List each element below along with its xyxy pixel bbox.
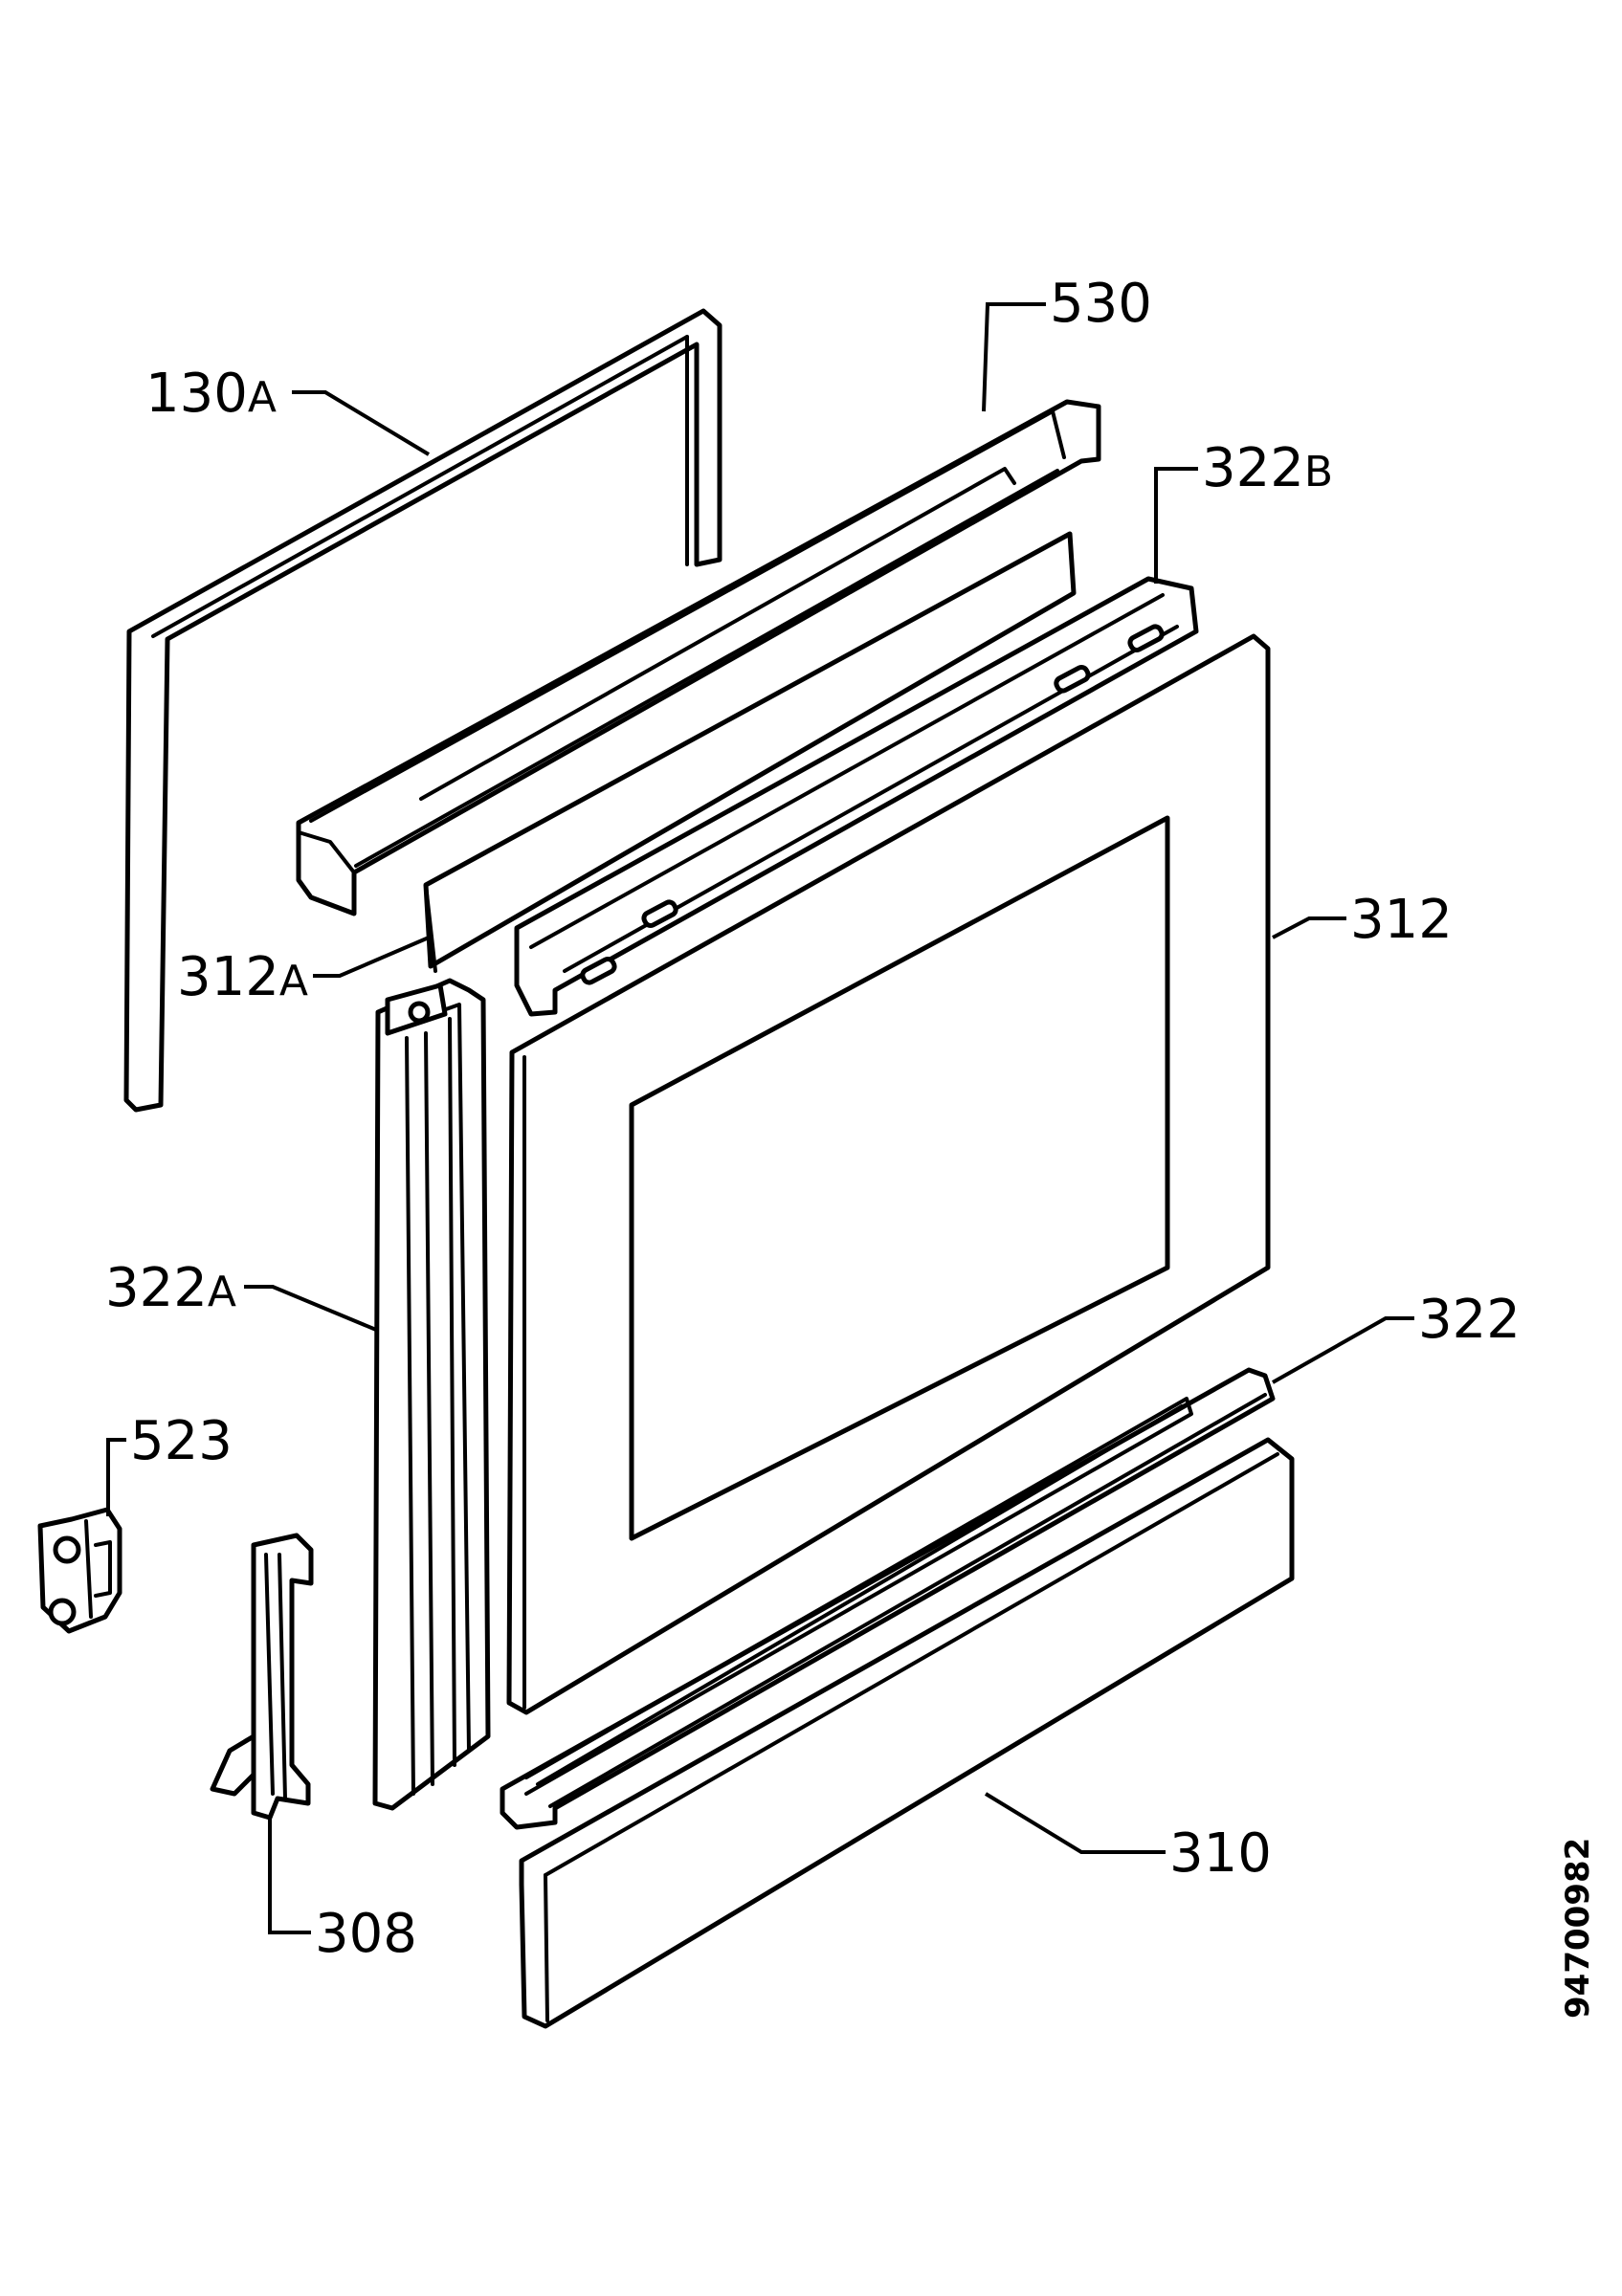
part-312-outer-glass[interactable]: [506, 633, 1271, 1715]
part-310-bottom-trim[interactable]: [519, 1437, 1295, 2029]
callout-523: 523: [130, 1410, 233, 1472]
callout-130a: 130A: [145, 363, 277, 425]
part-322-bottom-rail[interactable]: [500, 1367, 1276, 1830]
callout-530: 530: [1050, 273, 1152, 335]
part-130a-seal[interactable]: [123, 308, 722, 1113]
callout-312a: 312A: [177, 946, 308, 1008]
callout-322b: 322B: [1202, 437, 1333, 499]
callout-308: 308: [315, 1903, 417, 1965]
callout-322a: 322A: [105, 1257, 236, 1319]
part-322b-top-rail[interactable]: [514, 576, 1199, 1017]
part-530-top-trim[interactable]: [296, 399, 1101, 916]
part-322a-side-profile[interactable]: [372, 978, 491, 1811]
part-523-hinge-bracket[interactable]: [37, 1507, 122, 1634]
leader-lines: [106, 302, 1414, 1934]
callout-310: 310: [1169, 1822, 1272, 1885]
part-308-hinge-arm[interactable]: [210, 1533, 314, 1821]
document-number: 94700982: [1559, 1838, 1597, 2019]
callout-312: 312: [1350, 889, 1453, 951]
callout-322: 322: [1418, 1289, 1521, 1351]
